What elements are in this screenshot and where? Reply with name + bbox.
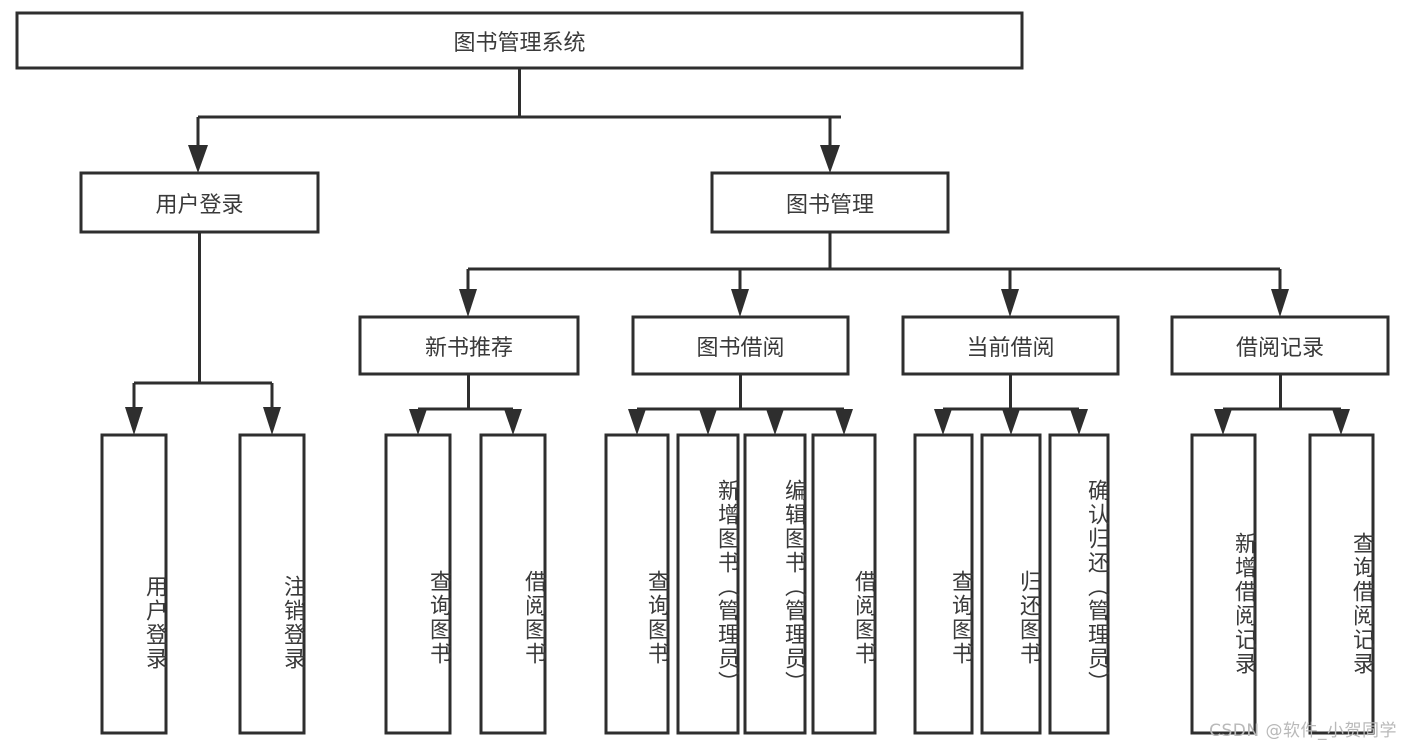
arrowhead-leaf-borrow-book-2 (835, 409, 853, 435)
node-leaf-query-book-2[interactable] (604, 433, 670, 735)
arrowhead-user-login (188, 145, 208, 173)
node-root[interactable] (15, 11, 1024, 70)
arrowhead-leaf-return-book (1002, 409, 1020, 435)
arrowhead-book-manage (820, 145, 840, 173)
node-leaf-edit-book[interactable] (743, 433, 807, 735)
node-book-manage[interactable] (710, 171, 950, 234)
node-book-borrow[interactable] (631, 315, 850, 376)
node-borrow-record[interactable] (1170, 315, 1390, 376)
node-user-login[interactable] (79, 171, 320, 234)
node-current-borrow[interactable] (901, 315, 1120, 376)
arrowhead-leaf-add-book (699, 409, 717, 435)
node-leaf-return-book[interactable] (980, 433, 1042, 735)
node-leaf-confirm-return[interactable] (1048, 433, 1110, 735)
node-leaf-query-record[interactable] (1308, 433, 1375, 735)
arrowhead-leaf-query-book-1 (409, 409, 427, 435)
arrowhead-leaf-user-login (125, 407, 143, 435)
arrowhead-leaf-query-book-3 (934, 409, 952, 435)
node-box-layer (15, 11, 1390, 735)
arrowhead-new-book-recommend (459, 289, 477, 317)
connector-layer (125, 68, 1350, 435)
arrowhead-book-borrow (731, 289, 749, 317)
node-leaf-logout[interactable] (238, 433, 306, 735)
arrowhead-leaf-add-record (1214, 409, 1232, 435)
arrowhead-leaf-query-book-2 (628, 409, 646, 435)
arrowhead-leaf-query-record (1332, 409, 1350, 435)
node-leaf-borrow-book-1[interactable] (479, 433, 547, 735)
node-leaf-query-book-1[interactable] (384, 433, 452, 735)
arrowhead-current-borrow (1001, 289, 1019, 317)
node-new-book-recommend[interactable] (358, 315, 580, 376)
node-leaf-query-book-3[interactable] (913, 433, 974, 735)
arrowhead-leaf-confirm-return (1070, 409, 1088, 435)
arrowhead-borrow-record (1271, 289, 1289, 317)
node-leaf-add-record[interactable] (1190, 433, 1257, 735)
arrowhead-leaf-edit-book (766, 409, 784, 435)
node-leaf-user-login[interactable] (100, 433, 168, 735)
node-leaf-borrow-book-2[interactable] (811, 433, 877, 735)
node-leaf-add-book[interactable] (676, 433, 740, 735)
arrowhead-leaf-logout (263, 407, 281, 435)
arrowhead-leaf-borrow-book-1 (504, 409, 522, 435)
